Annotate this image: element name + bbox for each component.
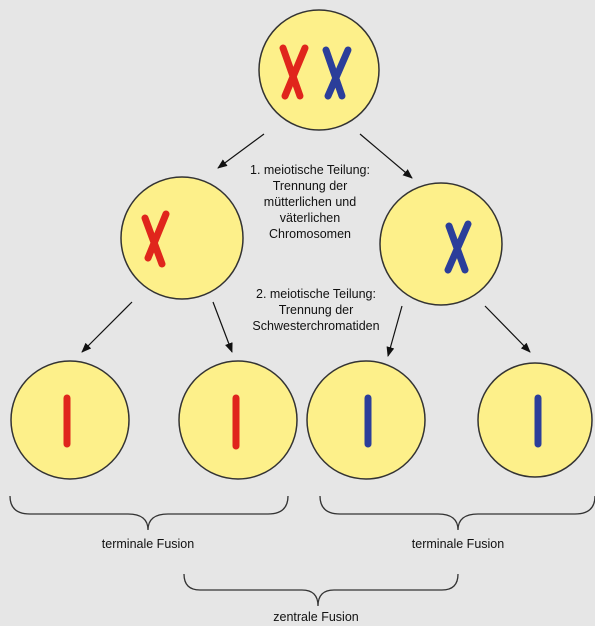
arrow-division2-3 [386, 305, 403, 357]
parent-cell [258, 9, 380, 131]
brace-central [183, 573, 459, 607]
brace-terminal-left [9, 495, 289, 531]
paternal-chromosome-x [322, 46, 352, 100]
division1-line: 1. meiotische Teilung: [250, 163, 370, 177]
fusion-center-label: zentrale Fusion [273, 610, 359, 624]
arrow-division2-4 [484, 305, 531, 353]
gamete-cell-4 [477, 362, 593, 478]
division1-line: Trennung der [272, 179, 348, 193]
daughter-cell-paternal [379, 182, 503, 306]
gamete-cell-3 [306, 360, 426, 480]
division2-line: Trennung der [278, 303, 354, 317]
fusion-right-label: terminale Fusion [411, 537, 505, 551]
maternal-chromosome-x [279, 44, 309, 100]
fusion-left-label: terminale Fusion [101, 537, 195, 551]
gamete-cell-2 [178, 360, 298, 480]
division2-label: 2. meiotische Teilung: Trennung der Schw… [240, 286, 392, 334]
division1-line: väterlichen [279, 211, 341, 225]
gamete-cell-1 [10, 360, 130, 480]
arrow-division2-1 [81, 301, 133, 353]
division1-line: Chromosomen [269, 227, 351, 241]
daughter-cell-maternal [120, 176, 244, 300]
division1-line: mütterlichen und [263, 195, 357, 209]
division1-label: 1. meiotische Teilung: Trennung der mütt… [246, 162, 374, 242]
division2-line: 2. meiotische Teilung: [256, 287, 376, 301]
brace-terminal-right [319, 495, 595, 531]
arrow-division1-right [359, 133, 413, 179]
division2-line: Schwesterchromatiden [252, 319, 380, 333]
arrow-division2-2 [212, 301, 233, 353]
arrow-division1-left [217, 133, 265, 169]
